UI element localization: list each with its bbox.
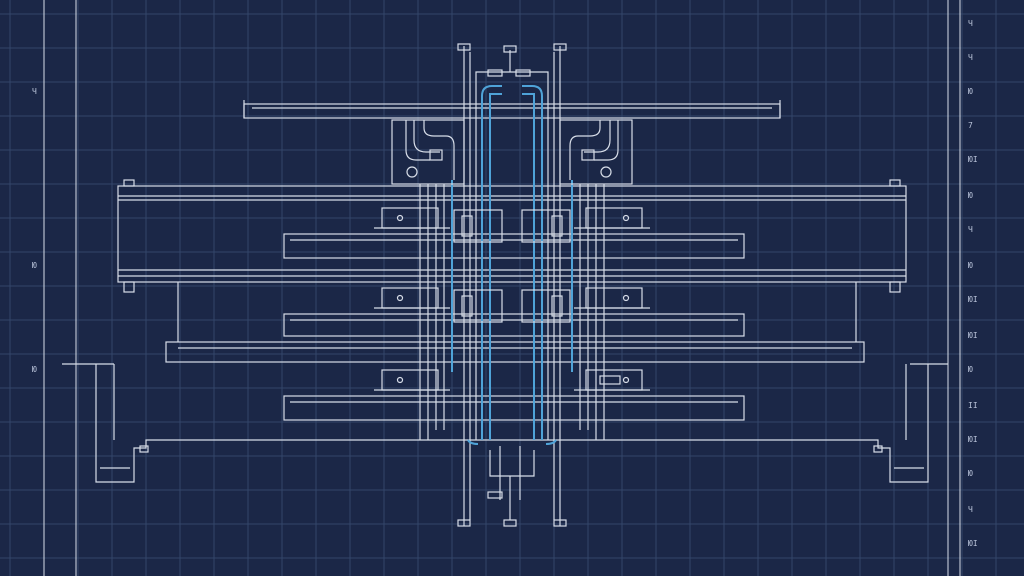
top-beam: [243, 100, 781, 119]
right-label: Ю: [968, 191, 973, 200]
right-label: Ч: [968, 53, 973, 62]
right-label: ЮІ: [968, 331, 978, 340]
base-tray: [62, 363, 948, 483]
left-label: Ю: [32, 261, 37, 270]
right-label: 7: [968, 121, 973, 130]
right-label: ЮІ: [968, 155, 978, 164]
right-label: Ч: [968, 505, 973, 514]
plates: [165, 233, 865, 421]
right-label: Ю: [968, 365, 973, 374]
right-label: Ю: [968, 261, 973, 270]
right-label: Ю: [968, 87, 973, 96]
right-label: ЮІ: [968, 539, 978, 548]
right-label: ЮІ: [968, 295, 978, 304]
wide-beam: [117, 179, 907, 293]
right-label: ЮІ: [968, 435, 978, 444]
left-elbows: [391, 119, 465, 440]
right-label: ІІ: [968, 401, 978, 410]
right-elbows: [559, 119, 633, 440]
right-label: Ю: [968, 469, 973, 478]
right-label: Ч: [968, 19, 973, 28]
clamp-blocks: [374, 207, 650, 391]
right-label: Ч: [968, 225, 973, 234]
left-label: Ю: [32, 365, 37, 374]
left-label: Ч: [32, 87, 37, 96]
blue-pipes: [451, 85, 573, 445]
frame-lines: [43, 0, 961, 576]
